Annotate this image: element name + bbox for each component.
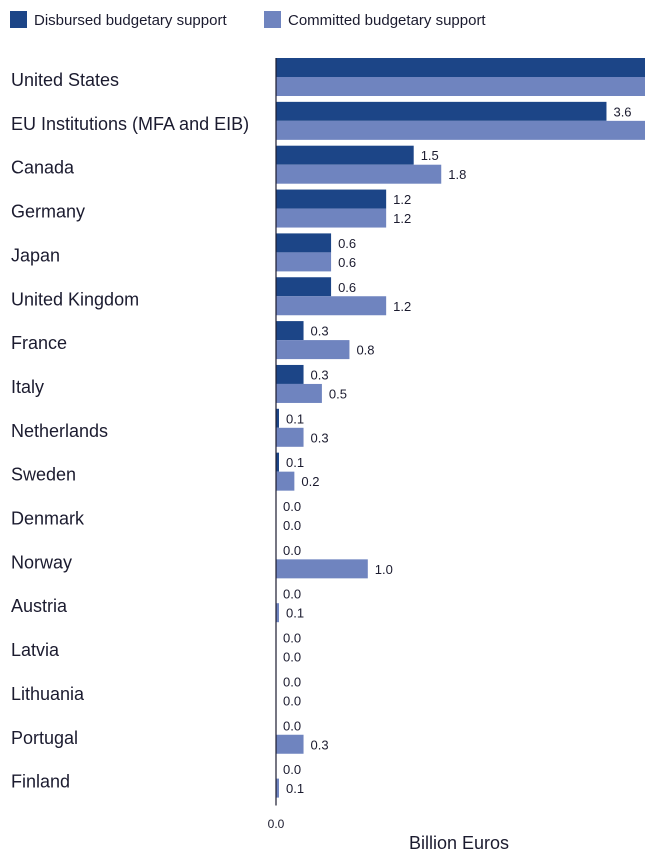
category-label-0: United States <box>11 70 119 90</box>
bar-committed-6 <box>276 340 350 360</box>
value-label-disbursed-9: 0.1 <box>286 455 304 470</box>
value-label-committed-9: 0.2 <box>301 474 319 489</box>
value-label-committed-2: 1.8 <box>448 167 466 182</box>
legend-swatch-0 <box>10 11 27 28</box>
value-label-disbursed-2: 1.5 <box>421 148 439 163</box>
bar-committed-7 <box>276 383 322 403</box>
bar-committed-1 <box>276 120 645 140</box>
value-label-disbursed-6: 0.3 <box>311 324 329 339</box>
legend-swatch-1 <box>264 11 281 28</box>
value-label-committed-6: 0.8 <box>356 343 374 358</box>
bar-disbursed-6 <box>276 321 304 341</box>
bar-disbursed-1 <box>276 101 607 121</box>
category-label-5: United Kingdom <box>11 289 139 309</box>
value-label-committed-15: 0.3 <box>311 737 329 752</box>
bar-disbursed-4 <box>276 233 332 253</box>
bar-disbursed-2 <box>276 145 414 165</box>
legend-label-0: Disbursed budgetary support <box>34 12 227 29</box>
value-label-disbursed-14: 0.0 <box>283 674 301 689</box>
bar-committed-11 <box>276 559 368 579</box>
value-label-disbursed-5: 0.6 <box>338 280 356 295</box>
category-label-3: Germany <box>11 202 85 222</box>
value-label-disbursed-16: 0.0 <box>283 762 301 777</box>
category-label-14: Lithuania <box>11 684 85 704</box>
value-label-disbursed-3: 1.2 <box>393 192 411 207</box>
category-label-10: Denmark <box>11 509 85 529</box>
category-label-6: France <box>11 333 67 353</box>
bar-committed-15 <box>276 734 304 754</box>
category-label-13: Latvia <box>11 640 60 660</box>
category-label-7: Italy <box>11 377 44 397</box>
category-label-15: Portugal <box>11 728 78 748</box>
bar-disbursed-3 <box>276 189 387 209</box>
category-label-1: EU Institutions (MFA and EIB) <box>11 114 249 134</box>
value-label-disbursed-8: 0.1 <box>286 411 304 426</box>
bar-disbursed-7 <box>276 364 304 384</box>
category-label-9: Sweden <box>11 465 76 485</box>
value-label-disbursed-11: 0.0 <box>283 543 301 558</box>
bar-committed-4 <box>276 252 332 272</box>
category-label-4: Japan <box>11 245 60 265</box>
value-label-committed-3: 1.2 <box>393 211 411 226</box>
bar-disbursed-9 <box>276 452 279 472</box>
value-label-committed-13: 0.0 <box>283 650 301 665</box>
value-label-committed-12: 0.1 <box>286 606 304 621</box>
category-label-8: Netherlands <box>11 421 108 441</box>
category-label-16: Finland <box>11 772 70 792</box>
value-label-disbursed-10: 0.0 <box>283 499 301 514</box>
x-tick-label-0: 0.0 <box>268 817 285 831</box>
value-label-committed-11: 1.0 <box>375 562 393 577</box>
value-label-committed-10: 0.0 <box>283 518 301 533</box>
value-label-disbursed-13: 0.0 <box>283 631 301 646</box>
bar-disbursed-0 <box>276 58 645 77</box>
bar-disbursed-8 <box>276 408 279 428</box>
value-label-disbursed-7: 0.3 <box>311 367 329 382</box>
category-label-2: Canada <box>11 158 75 178</box>
x-axis-title: Billion Euros <box>409 833 509 851</box>
value-label-disbursed-1: 3.6 <box>613 104 631 119</box>
value-label-disbursed-4: 0.6 <box>338 236 356 251</box>
value-label-committed-4: 0.6 <box>338 255 356 270</box>
bar-committed-8 <box>276 427 304 447</box>
value-label-committed-14: 0.0 <box>283 693 301 708</box>
category-label-11: Norway <box>11 552 72 572</box>
bar-committed-2 <box>276 164 442 184</box>
bar-committed-9 <box>276 471 295 491</box>
legend-label-1: Committed budgetary support <box>288 12 486 29</box>
bar-committed-0 <box>276 77 645 96</box>
value-label-committed-5: 1.2 <box>393 299 411 314</box>
bar-committed-16 <box>276 778 279 798</box>
category-label-12: Austria <box>11 596 68 616</box>
value-label-committed-16: 0.1 <box>286 781 304 796</box>
bar-committed-3 <box>276 208 387 228</box>
value-label-committed-7: 0.5 <box>329 386 347 401</box>
value-label-disbursed-12: 0.0 <box>283 587 301 602</box>
bar-disbursed-5 <box>276 277 332 297</box>
bar-committed-5 <box>276 296 387 316</box>
bar-committed-12 <box>276 603 279 623</box>
value-label-committed-8: 0.3 <box>311 430 329 445</box>
value-label-disbursed-15: 0.0 <box>283 718 301 733</box>
